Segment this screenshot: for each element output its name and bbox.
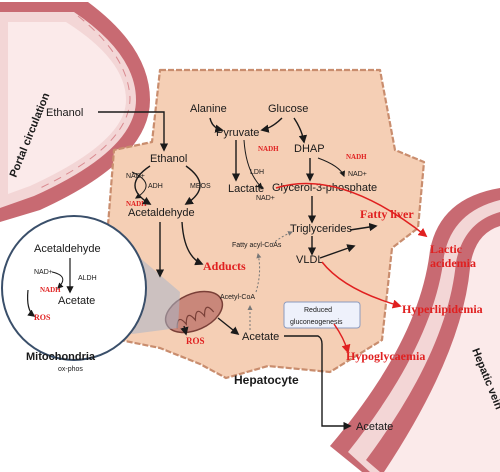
adh-nad-plus: NAD+ (126, 173, 145, 180)
lactate-label: Lactate (228, 183, 264, 195)
g3p-nadh: NADH (346, 153, 367, 161)
ldh-label: LDH (250, 169, 264, 176)
acetyl-coa-label: Acetyl-CoA (220, 294, 255, 301)
alanine-label: Alanine (190, 103, 227, 115)
ldh-nadh: NADH (258, 145, 279, 153)
triglycerides-label: Triglycerides (290, 223, 352, 235)
lactic-label-line1: Lactic (430, 242, 463, 256)
glucose-label: Glucose (268, 103, 308, 115)
hepatic-vessel (330, 188, 500, 472)
mito-arrow-ros (27, 289, 36, 317)
portal-vessel (0, 2, 150, 222)
mito-nad-plus: NAD+ (34, 269, 53, 276)
acetaldehyde-label: Acetaldehyde (128, 207, 195, 219)
g3p-nad-plus: NAD+ (348, 171, 367, 178)
lactic-label-line2: acidemia (430, 256, 476, 270)
ldh-nad-plus: NAD+ (256, 195, 275, 202)
hyperlipidemia-label: Hyperlipidemia (402, 302, 483, 316)
mito-acetaldehyde: Acetaldehyde (34, 243, 101, 255)
fatty-acyl-coas-label: Fatty acyl-CoAs (232, 242, 282, 249)
adducts-label: Adducts (203, 259, 246, 273)
adh-nadh: NADH (126, 200, 147, 208)
mito-acetate: Acetate (58, 295, 95, 307)
mitochondria-inset (1, 215, 147, 361)
acetate-out-label: Acetate (356, 421, 393, 433)
mito-subtitle: ox-phos (58, 366, 83, 373)
pathway-arrows (98, 111, 378, 431)
ethanol-blood-label: Ethanol (46, 107, 83, 119)
acetate-label: Acetate (242, 331, 279, 343)
mito-ros: ROS (34, 313, 51, 322)
outcome-arrows (275, 182, 428, 354)
mito-arrow-cofactor (51, 271, 64, 289)
hepatocyte-title: Hepatocyte (234, 373, 299, 387)
reduced-gluconeogenesis-box (283, 301, 361, 329)
mito-nadh: NADH (40, 286, 61, 294)
reduced-line1: Reduced (304, 307, 332, 314)
hypoglycaemia-label: Hypoglycaemia (346, 349, 425, 363)
g3p-label: Glycerol-3-phosphate (272, 182, 377, 194)
mito-title: Mitochondria (26, 351, 96, 363)
adh-label: ADH (148, 183, 163, 190)
reduced-line2: gluconeogenesis (290, 319, 343, 326)
vldl-label: VLDL (296, 254, 324, 266)
ethanol-label: Ethanol (150, 153, 187, 165)
pyruvate-label: Pyruvate (216, 127, 259, 139)
mito-aldh: ALDH (78, 275, 97, 282)
dhap-label: DHAP (294, 143, 325, 155)
ros-label: ROS (186, 336, 205, 346)
lipogenesis-arrows (247, 231, 293, 330)
